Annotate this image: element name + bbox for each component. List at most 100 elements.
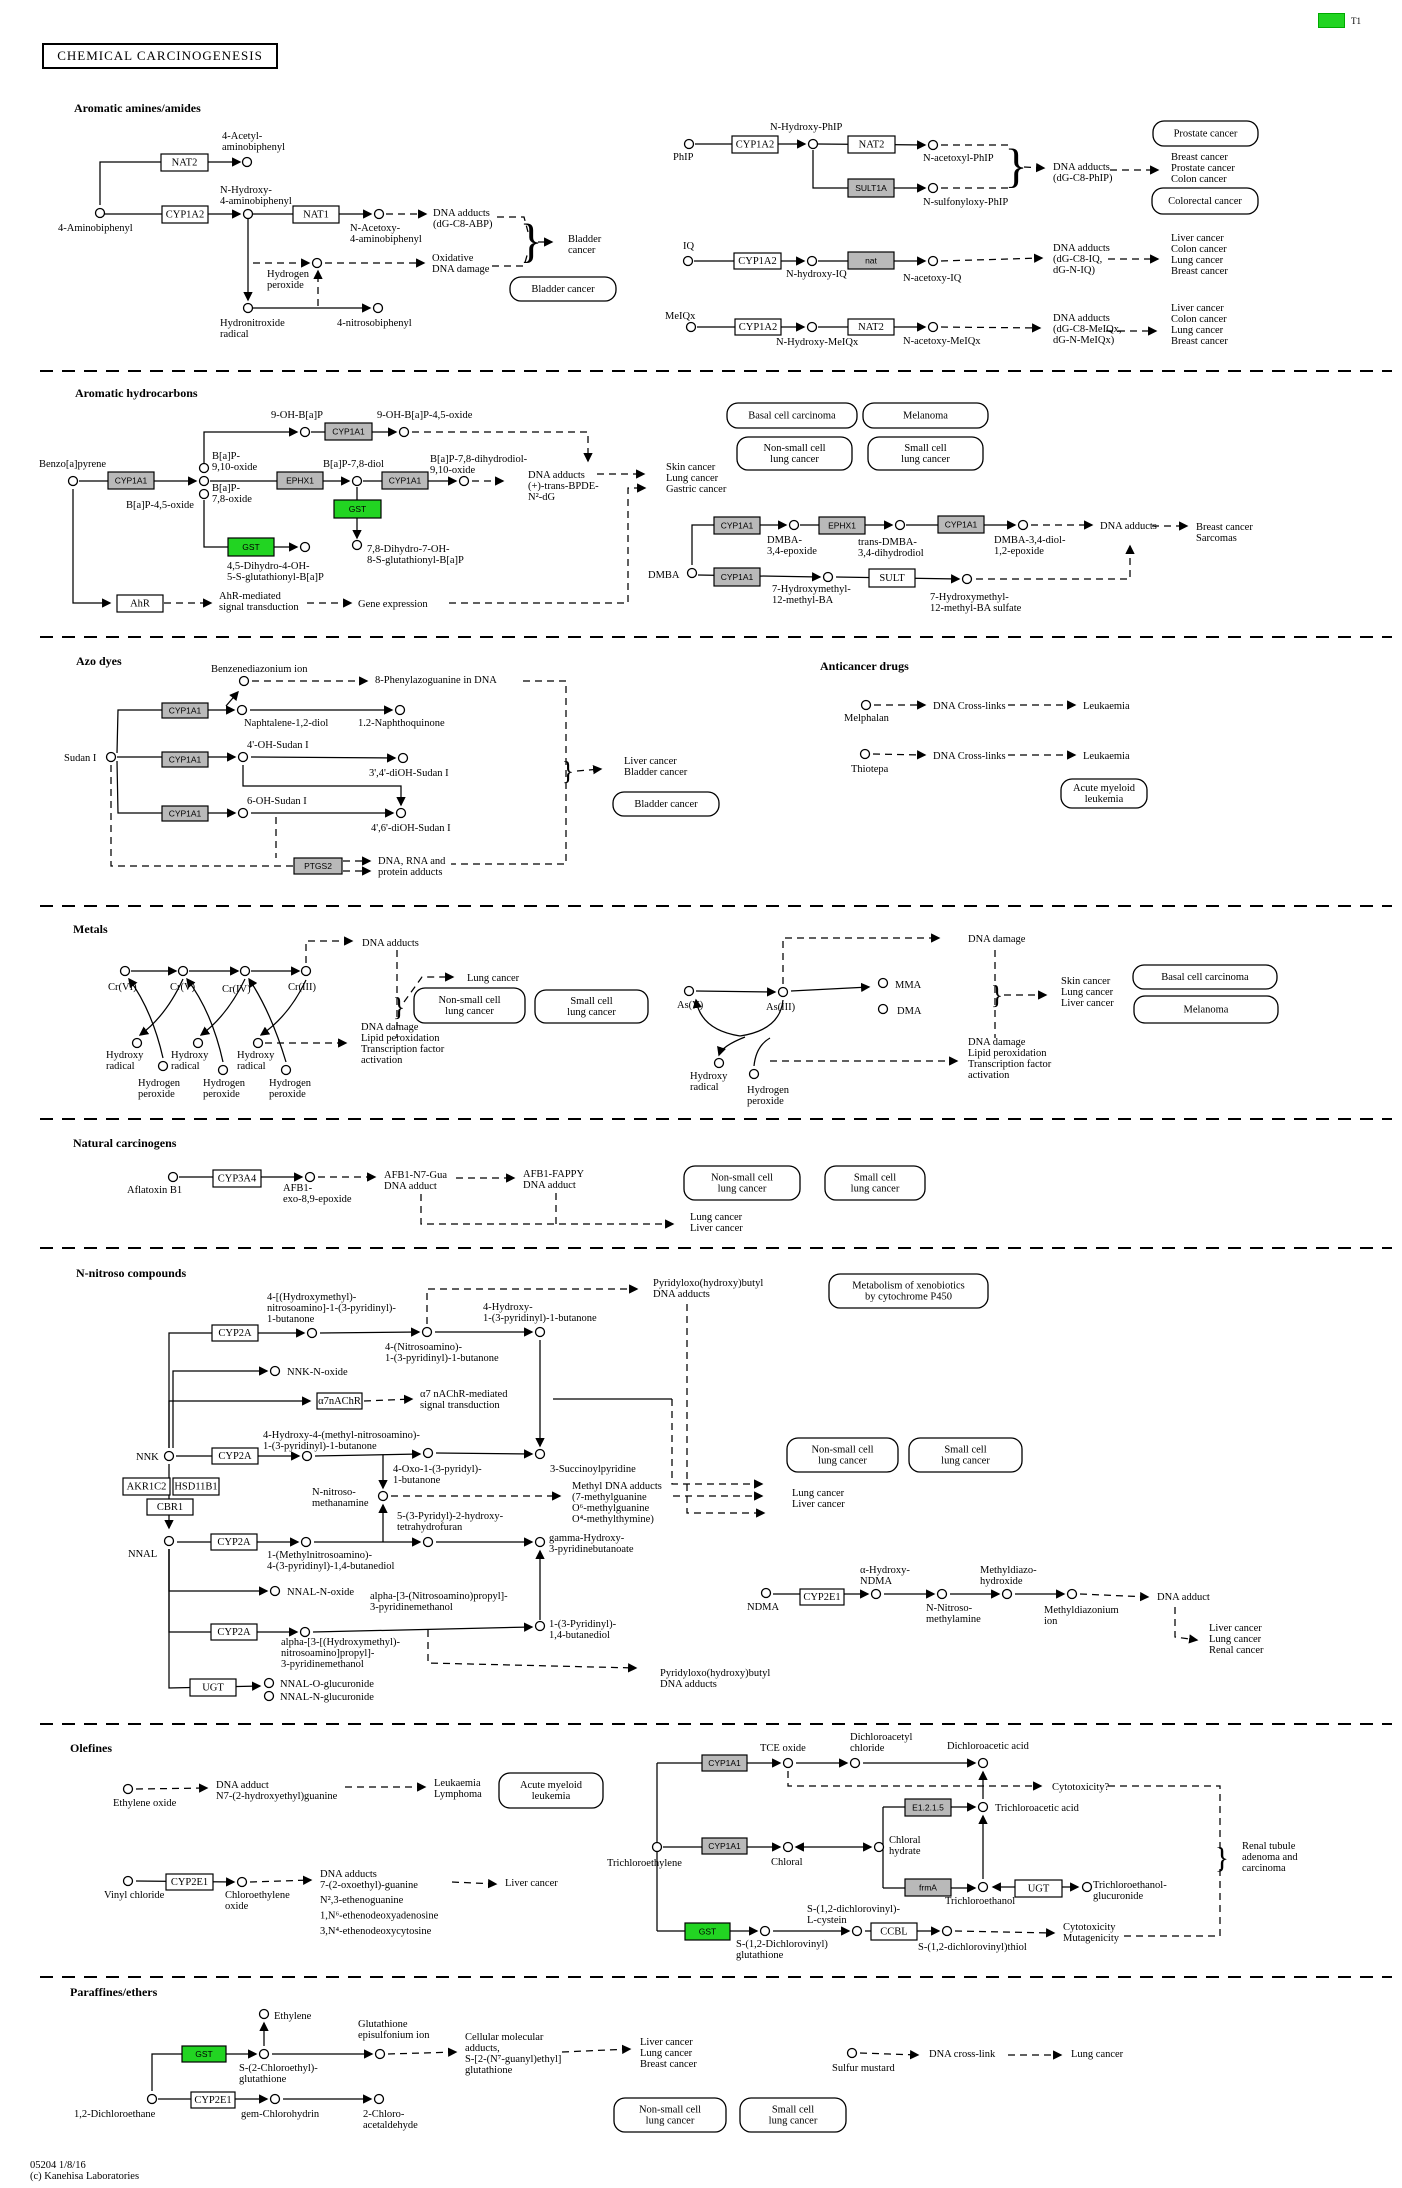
compound-node[interactable] <box>1081 1881 1093 1893</box>
outcome-box-bladder-cancer[interactable]: Bladder cancer <box>509 276 617 302</box>
gene-box-cyp2e1[interactable]: CYP2E1 <box>190 2091 236 2109</box>
compound-node[interactable] <box>167 1171 179 1183</box>
compound-node[interactable] <box>748 1068 760 1080</box>
compound-node[interactable] <box>299 1626 311 1638</box>
compound-node[interactable] <box>977 1757 989 1769</box>
gene-box-nat1[interactable]: NAT1 <box>292 205 340 224</box>
compound-node[interactable] <box>198 488 210 500</box>
compound-node[interactable] <box>304 1171 316 1183</box>
gene-box-cyp1a1[interactable]: CYP1A1 <box>701 1837 748 1855</box>
compound-node[interactable] <box>686 567 698 579</box>
compound-node[interactable] <box>301 1450 313 1462</box>
gene-box-nat[interactable]: nat <box>847 251 895 270</box>
gene-box-cyp1a2[interactable]: CYP1A2 <box>731 135 779 154</box>
compound-node[interactable] <box>927 321 939 333</box>
compound-node[interactable] <box>198 475 210 487</box>
compound-node[interactable] <box>894 519 906 531</box>
outcome-box-prostate-cancer[interactable]: Prostate cancer <box>1152 120 1259 147</box>
outcome-box-melanoma[interactable]: Melanoma <box>862 402 989 429</box>
compound-node[interactable] <box>777 986 789 998</box>
compound-node[interactable] <box>67 475 79 487</box>
compound-node[interactable] <box>311 257 323 269</box>
compound-node[interactable] <box>651 1841 663 1853</box>
compound-node[interactable] <box>280 1064 292 1076</box>
compound-node[interactable] <box>263 1677 275 1689</box>
compound-node[interactable] <box>122 1875 134 1887</box>
gene-box-cyp2e1[interactable]: CYP2E1 <box>165 1873 214 1891</box>
compound-node[interactable] <box>192 1037 204 1049</box>
gene-box-cyp1a1[interactable]: CYP1A1 <box>324 422 373 441</box>
gene-box-cbr1[interactable]: CBR1 <box>146 1498 194 1516</box>
gene-box-gst[interactable]: GST <box>333 499 382 519</box>
gene-box-cyp1a1[interactable]: CYP1A1 <box>713 516 761 535</box>
compound-node[interactable] <box>760 1587 772 1599</box>
gene-box-sult1a[interactable]: SULT1A <box>847 178 895 198</box>
compound-node[interactable] <box>877 977 889 989</box>
compound-node[interactable] <box>122 1783 134 1795</box>
gene-box-hsd11b1[interactable]: HSD11B1 <box>172 1477 220 1496</box>
gene-box-α7nachr[interactable]: α7nAChR <box>316 1392 363 1410</box>
compound-node[interactable] <box>534 1326 546 1338</box>
compound-node[interactable] <box>198 462 210 474</box>
outcome-box-basal-cell-carcinoma[interactable]: Basal cell carcinoma <box>726 402 858 429</box>
compound-node[interactable] <box>683 138 695 150</box>
compound-node[interactable] <box>374 2048 386 2060</box>
compound-node[interactable] <box>806 255 818 267</box>
outcome-box-melanoma[interactable]: Melanoma <box>1133 995 1279 1024</box>
outcome-box-basal-cell-carcinoma[interactable]: Basal cell carcinoma <box>1132 964 1278 990</box>
compound-node[interactable] <box>94 207 106 219</box>
legend-color-swatch[interactable] <box>1318 13 1345 28</box>
compound-node[interactable] <box>759 1925 771 1937</box>
compound-node[interactable] <box>177 965 189 977</box>
compound-node[interactable] <box>683 985 695 997</box>
compound-node[interactable] <box>398 426 410 438</box>
compound-node[interactable] <box>237 751 249 763</box>
gene-box-ptgs2[interactable]: PTGS2 <box>293 857 343 875</box>
compound-node[interactable] <box>157 1060 169 1072</box>
compound-node[interactable] <box>252 1037 264 1049</box>
compound-node[interactable] <box>241 156 253 168</box>
compound-node[interactable] <box>458 475 470 487</box>
gene-box-cyp2a[interactable]: CYP2A <box>211 1324 259 1342</box>
outcome-box-bladder-cancer[interactable]: Bladder cancer <box>612 791 720 817</box>
gene-box-frma[interactable]: frmA <box>904 1878 952 1897</box>
gene-box-nat2[interactable]: NAT2 <box>847 318 895 336</box>
compound-node[interactable] <box>258 2008 270 2020</box>
compound-node[interactable] <box>877 1003 889 1015</box>
gene-box-ugt[interactable]: UGT <box>1014 1879 1063 1898</box>
compound-node[interactable] <box>1017 519 1029 531</box>
compound-node[interactable] <box>977 1801 989 1813</box>
gene-box-ahr[interactable]: AhR <box>116 594 164 613</box>
compound-node[interactable] <box>236 704 248 716</box>
compound-node[interactable] <box>238 675 250 687</box>
gene-box-ephx1[interactable]: EPHX1 <box>276 471 324 490</box>
compound-node[interactable] <box>1001 1588 1013 1600</box>
compound-node[interactable] <box>394 704 406 716</box>
compound-node[interactable] <box>372 302 384 314</box>
gene-box-cyp1a1[interactable]: CYP1A1 <box>381 471 429 490</box>
compound-node[interactable] <box>534 1448 546 1460</box>
gene-box-gst[interactable]: GST <box>684 1922 731 1941</box>
compound-node[interactable] <box>373 208 385 220</box>
compound-node[interactable] <box>859 748 871 760</box>
compound-node[interactable] <box>873 1841 885 1853</box>
compound-node[interactable] <box>163 1535 175 1547</box>
compound-node[interactable] <box>263 1690 275 1702</box>
compound-node[interactable] <box>927 255 939 267</box>
compound-node[interactable] <box>422 1447 434 1459</box>
compound-node[interactable] <box>936 1588 948 1600</box>
compound-node[interactable] <box>851 1925 863 1937</box>
compound-node[interactable] <box>961 573 973 585</box>
gene-box-akr1c2[interactable]: AKR1C2 <box>122 1477 171 1496</box>
gene-box-cyp2a[interactable]: CYP2A <box>211 1447 259 1465</box>
gene-box-e1.2.1.5[interactable]: E1.2.1.5 <box>904 1798 952 1817</box>
gene-box-ephx1[interactable]: EPHX1 <box>818 516 866 535</box>
compound-node[interactable] <box>782 1841 794 1853</box>
gene-box-cyp1a1[interactable]: CYP1A1 <box>701 1754 748 1772</box>
gene-box-cyp1a1[interactable]: CYP1A1 <box>937 515 985 534</box>
